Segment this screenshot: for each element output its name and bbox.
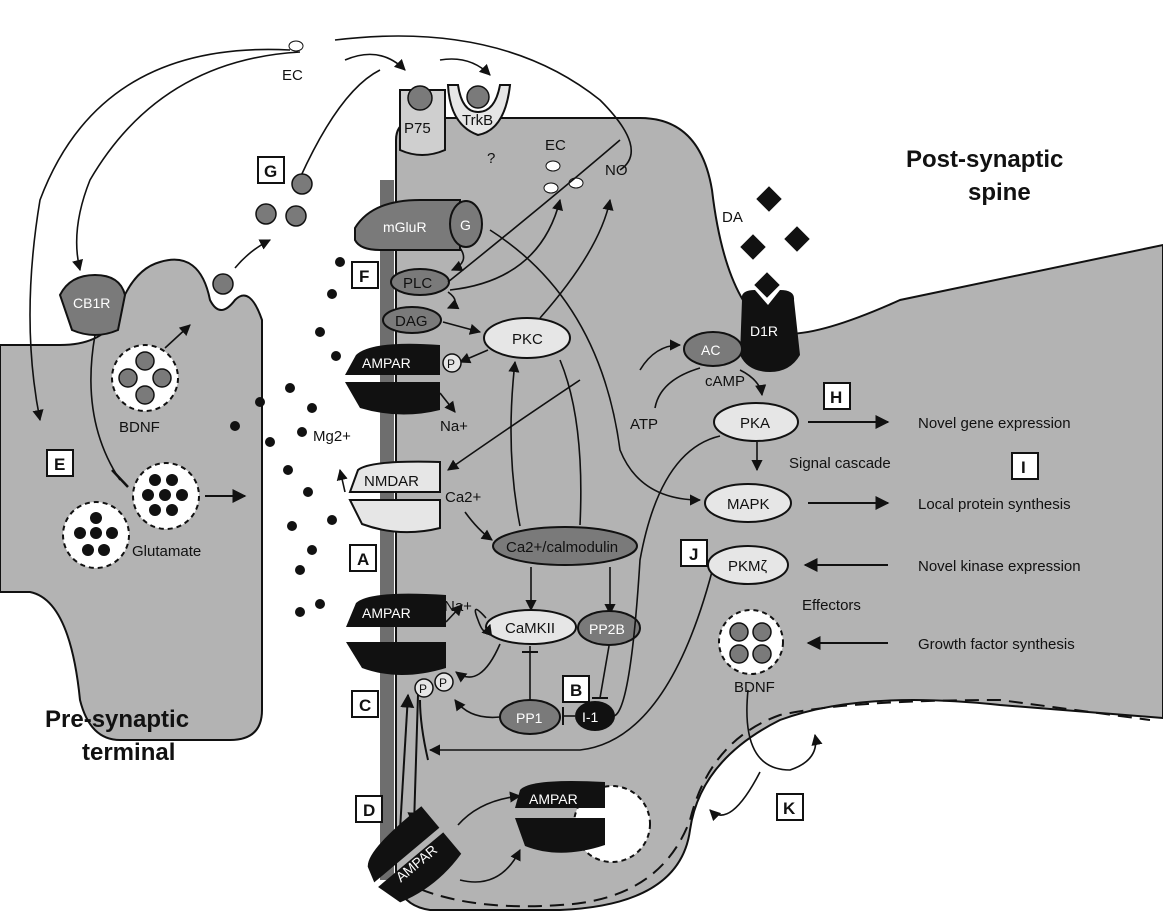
da-molecules [740,186,809,297]
panel-label-f: F [359,267,369,286]
ca-calmodulin-label: Ca2+/calmodulin [506,539,618,556]
effectors-label: Effectors [802,597,861,614]
p1-label: P [419,682,427,696]
ec-top-label: EC [282,67,303,84]
p2-label: P [439,676,447,690]
novel-kinase-label: Novel kinase expression [918,558,1081,575]
p75-label: P75 [404,120,431,137]
mglur-label: mGluR [383,219,427,235]
mapk-label: MAPK [727,496,770,513]
na-mid-label: Na+ [444,598,472,615]
d1r-label: D1R [750,323,778,339]
growth-factor-label: Growth factor synthesis [918,636,1075,653]
ca-label: Ca2+ [445,489,482,506]
panel-label-e: E [54,455,65,474]
i1-label: I-1 [582,709,599,725]
cb1r-label: CB1R [73,295,110,311]
post-synaptic-title-2: spine [968,179,1031,206]
panel-label-a: A [357,550,369,569]
ampar-top-label: AMPAR [362,355,411,371]
bdnf-released [213,174,312,294]
no-label: NO [605,162,628,179]
na-top-label: Na+ [440,418,468,435]
pkc-label: PKC [512,331,543,348]
panel-label-j: J [689,545,698,564]
novel-gene-label: Novel gene expression [918,415,1071,432]
p-top-label: P [447,357,455,371]
pp2b-label: PP2B [589,621,625,637]
pp1-label: PP1 [516,710,543,726]
atp-label: ATP [630,416,658,433]
ampar-mid-label: AMPAR [362,605,411,621]
post-synaptic-title-1: Post-synaptic [906,146,1063,173]
trkb-label: TrkB [462,112,493,129]
camp-label: cAMP [705,373,745,390]
panel-label-i: I [1021,458,1026,477]
bdnf-vesicle-post [719,610,783,674]
da-label: DA [722,209,743,226]
panel-label-d: D [363,801,375,820]
ec-inside-label: EC [545,137,566,154]
signal-cascade-label: Signal cascade [789,455,891,472]
plc-label: PLC [403,275,432,292]
panel-label-h: H [830,388,842,407]
g-protein-label: G [460,217,471,233]
dag-label: DAG [395,313,428,330]
panel-label-g: G [264,162,277,181]
glutamate-label: Glutamate [132,543,201,560]
panel-label-b: B [570,681,582,700]
mg-label: Mg2+ [313,428,351,445]
ac-label: AC [701,342,720,358]
pre-synaptic-terminal [0,260,262,740]
local-protein-label: Local protein synthesis [918,496,1071,513]
pre-synaptic-title-1: Pre-synaptic [45,706,189,733]
pkmz-label: PKMζ [728,558,768,575]
question-label: ? [487,150,495,167]
pka-label: PKA [740,415,770,432]
panel-label-k: K [783,799,796,818]
bdnf-post-label: BDNF [734,679,775,696]
bdnf-pre-label: BDNF [119,419,160,436]
panel-label-c: C [359,696,371,715]
camkii-label: CaMKII [505,620,555,637]
pre-synaptic-title-2: terminal [82,739,175,766]
nmdar-label: NMDAR [364,473,419,490]
ampar-vesicle-label: AMPAR [529,791,578,807]
